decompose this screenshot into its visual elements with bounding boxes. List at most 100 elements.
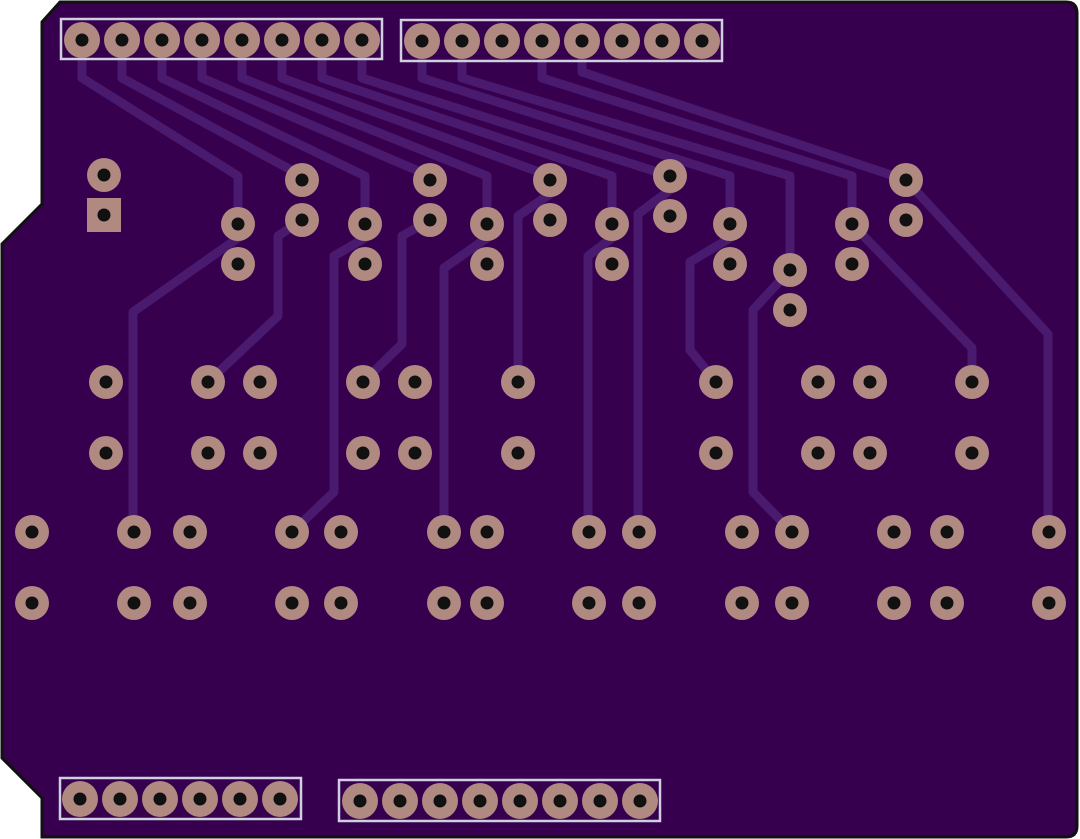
pin-pair-6-b: [533, 203, 567, 237]
lower-pad-top-11: [775, 515, 809, 549]
header-top-right-pin-1: [404, 23, 440, 59]
middle-pad-top-3: [243, 365, 277, 399]
drill-hole: [25, 525, 39, 539]
header-bottom-left-pin-1: [62, 781, 98, 817]
header-bottom-right-pin-7: [582, 783, 618, 819]
header-top-right-pin-4: [524, 23, 560, 59]
drill-hole: [940, 525, 954, 539]
trace-24: [901, 175, 1053, 537]
lower-pad-top-5: [324, 515, 358, 549]
drill-hole: [113, 792, 127, 806]
trace-21: [685, 233, 735, 387]
drill-hole: [99, 446, 113, 460]
drill-hole: [408, 375, 422, 389]
silkscreen-layer: [58, 17, 724, 823]
lower-pad-bottom-11: [775, 586, 809, 620]
header-bottom-left: [58, 776, 303, 821]
drill-hole: [356, 375, 370, 389]
drill-hole: [543, 213, 557, 227]
middle-pad-bottom-4: [346, 436, 380, 470]
header-bottom-left-pin-2: [102, 781, 138, 817]
drill-hole: [632, 596, 646, 610]
drill-hole: [195, 33, 209, 47]
drill-hole: [473, 794, 487, 808]
drill-hole: [709, 375, 723, 389]
middle-pad-top-1: [89, 365, 123, 399]
lower-pad-bottom-5: [324, 586, 358, 620]
drill-hole: [845, 217, 859, 231]
drill-hole: [887, 596, 901, 610]
drill-hole: [115, 33, 129, 47]
drill-hole: [356, 446, 370, 460]
drill-hole: [25, 596, 39, 610]
trace-17: [439, 233, 492, 537]
drill-hole: [231, 257, 245, 271]
header-top-left-pin-8: [344, 22, 380, 58]
drill-hole: [899, 173, 913, 187]
lower-pad-bottom-1: [15, 586, 49, 620]
header-bottom-right: [337, 778, 662, 823]
drill-hole: [285, 525, 299, 539]
pin-pair-4-a: [413, 163, 447, 197]
header-bottom-right-pin-3: [422, 783, 458, 819]
middle-pad-top-4: [346, 365, 380, 399]
lower-pad-top-13: [930, 515, 964, 549]
drill-hole: [408, 446, 422, 460]
drill-hole: [575, 34, 589, 48]
lower-pad-top-1: [15, 515, 49, 549]
trace-19: [583, 233, 617, 537]
drill-hole: [201, 375, 215, 389]
drill-hole: [273, 792, 287, 806]
pin-pair-3-a: [348, 207, 382, 241]
header-top-left-pin-4: [184, 22, 220, 58]
drill-hole: [811, 446, 825, 460]
header-top-right-pin-5: [564, 23, 600, 59]
middle-pad-bottom-6: [501, 436, 535, 470]
trace-13: [128, 233, 243, 537]
drill-hole: [415, 34, 429, 48]
lower-pad-bottom-13: [930, 586, 964, 620]
drill-hole: [511, 375, 525, 389]
drill-hole: [863, 375, 877, 389]
drill-hole: [511, 446, 525, 460]
pin-pair-1-a: [221, 207, 255, 241]
lower-pad-bottom-2: [117, 586, 151, 620]
drill-hole: [783, 303, 797, 317]
drill-hole: [353, 794, 367, 808]
pin-pair-2-b: [285, 203, 319, 237]
drill-hole: [183, 596, 197, 610]
drill-hole: [355, 33, 369, 47]
header-bottom-right-outline: [337, 778, 662, 823]
drill-hole: [655, 34, 669, 48]
lower-pad-bottom-7: [470, 586, 504, 620]
drill-hole: [632, 525, 646, 539]
pin-pair-11-b: [835, 247, 869, 281]
drill-hole: [358, 257, 372, 271]
header-bottom-right-pin-4: [462, 783, 498, 819]
lower-pad-bottom-10: [725, 586, 759, 620]
middle-pad-bottom-8: [801, 436, 835, 470]
drill-hole: [723, 217, 737, 231]
drill-hole: [480, 217, 494, 231]
pin-pair-4-b: [413, 203, 447, 237]
middle-pad-bottom-7: [699, 436, 733, 470]
drill-hole: [783, 263, 797, 277]
lower-pad-top-14: [1032, 515, 1066, 549]
drill-hole: [480, 257, 494, 271]
lower-pad-bottom-9: [622, 586, 656, 620]
lower-pad-bottom-6: [427, 586, 461, 620]
header-bottom-right-pin-1: [342, 783, 378, 819]
drill-hole: [423, 173, 437, 187]
drill-hole: [231, 217, 245, 231]
pin-pair-8-a: [653, 159, 687, 193]
drill-hole: [709, 446, 723, 460]
header-bottom-left-pin-4: [182, 781, 218, 817]
drill-hole: [455, 34, 469, 48]
middle-pad-top-2: [191, 365, 225, 399]
header-top-right-pin-2: [444, 23, 480, 59]
pin-pair-6-a: [533, 163, 567, 197]
pin-pair-5-b: [470, 247, 504, 281]
drill-hole: [785, 525, 799, 539]
